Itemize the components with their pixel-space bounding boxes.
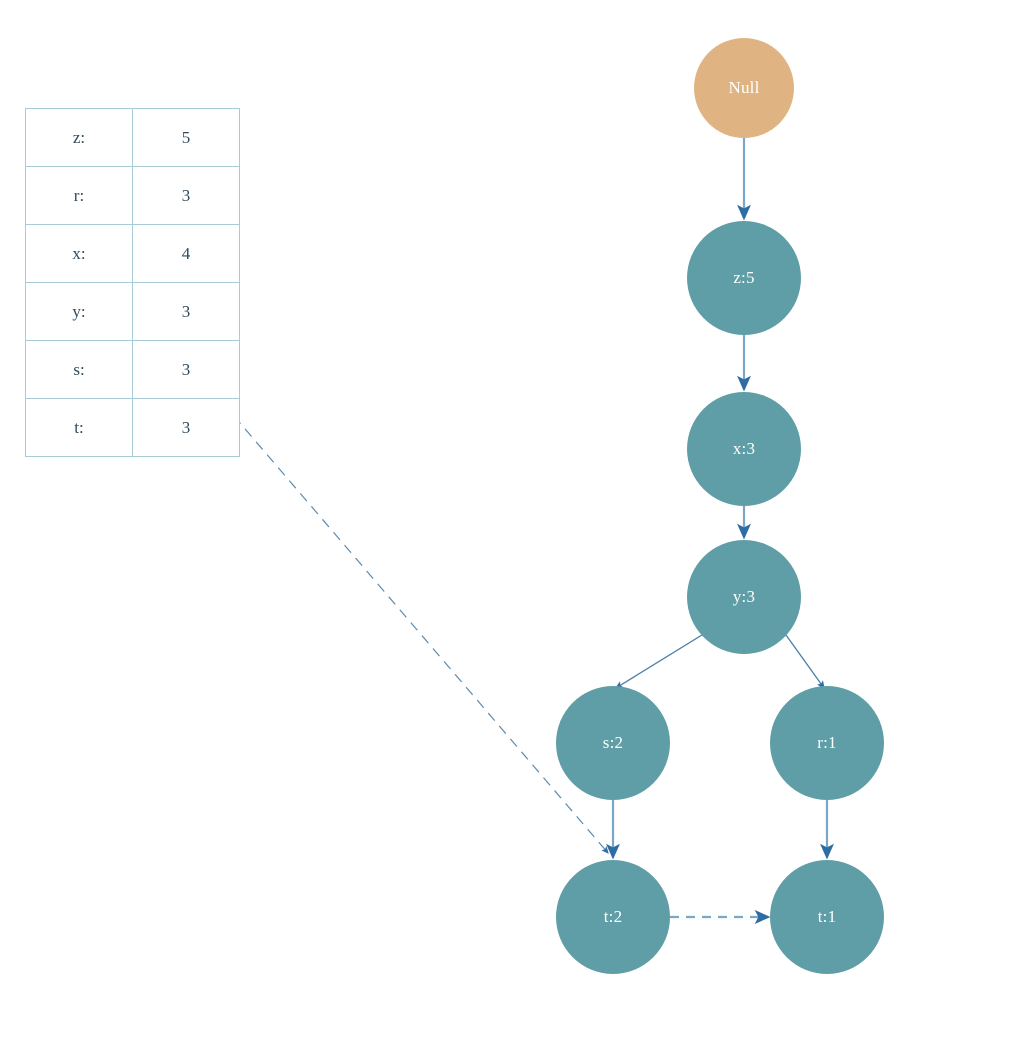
table-row[interactable]: y: 3 [25, 282, 240, 341]
node-t1[interactable] [770, 860, 884, 974]
table-cell-value: 3 [132, 282, 240, 341]
node-y3[interactable] [687, 540, 801, 654]
node-group [556, 38, 884, 974]
table-cell-key: t: [25, 398, 133, 457]
table-cell-key: s: [25, 340, 133, 399]
node-r1[interactable] [770, 686, 884, 800]
node-null[interactable] [694, 38, 794, 138]
table-cell-value: 5 [132, 108, 240, 167]
table-cell-value: 3 [132, 340, 240, 399]
table-row[interactable]: r: 3 [25, 166, 240, 225]
table-row[interactable]: z: 5 [25, 108, 240, 167]
table-cell-key: x: [25, 224, 133, 283]
table-row[interactable]: t: 3 [25, 398, 240, 457]
node-z5[interactable] [687, 221, 801, 335]
variable-bindings-table: z: 5 r: 3 x: 4 y: 3 s: 3 t: 3 [25, 108, 240, 457]
node-x3[interactable] [687, 392, 801, 506]
table-row[interactable]: s: 3 [25, 340, 240, 399]
edge-y3-to-r1 [785, 634, 825, 690]
edge-table-t-to-t2-dashed [233, 415, 609, 854]
table-cell-value: 3 [132, 166, 240, 225]
table-cell-value: 3 [132, 398, 240, 457]
node-s2[interactable] [556, 686, 670, 800]
table-cell-key: z: [25, 108, 133, 167]
edge-y3-to-s2 [614, 634, 703, 689]
edge-group [233, 138, 834, 924]
table-row[interactable]: x: 4 [25, 224, 240, 283]
table-cell-value: 4 [132, 224, 240, 283]
table-cell-key: r: [25, 166, 133, 225]
table-cell-key: y: [25, 282, 133, 341]
node-t2[interactable] [556, 860, 670, 974]
